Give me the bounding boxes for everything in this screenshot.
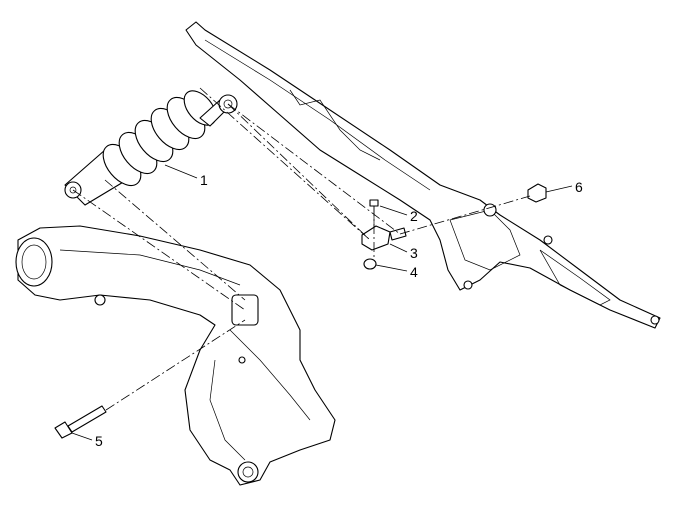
cap: [527, 183, 547, 203]
callouts: 1 2 3 4 5 6: [71, 164, 583, 449]
callout-3: 3: [410, 245, 418, 261]
nut: [363, 258, 377, 270]
callout-6: 6: [575, 179, 583, 195]
callout-1: 1: [200, 172, 208, 188]
callout-2: 2: [410, 208, 418, 224]
linkage-bracket: [361, 225, 407, 251]
assembly-lines: [72, 87, 531, 411]
callout-4: 4: [410, 264, 418, 280]
lower-bolt: [54, 405, 107, 439]
callout-5: 5: [95, 433, 103, 449]
shock-absorber: [64, 90, 238, 206]
rear-subframe: [185, 21, 661, 329]
swingarm: [15, 225, 336, 486]
